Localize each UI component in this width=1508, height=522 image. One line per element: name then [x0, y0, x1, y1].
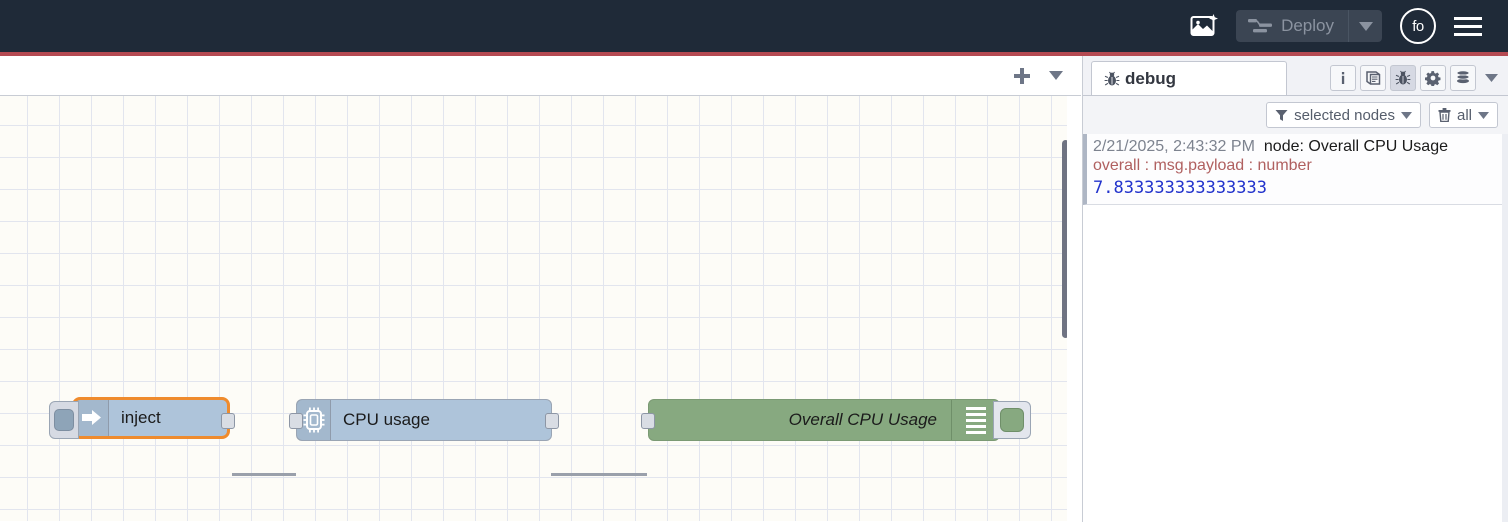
debug-message-list[interactable]: 2/21/2025, 2:43:32 PM node: Overall CPU … [1083, 134, 1508, 522]
debug-line [965, 406, 986, 410]
canvas-right-gutter [1067, 96, 1081, 521]
filter-icon [1275, 109, 1288, 121]
sidebar-tab-label: debug [1125, 68, 1176, 88]
debug-line [965, 412, 986, 416]
wire-cpu-to-debug [551, 473, 647, 476]
sidebar-tool-help[interactable] [1360, 65, 1386, 91]
database-icon [1456, 70, 1470, 84]
cpu-output-port[interactable] [545, 413, 559, 429]
bug-icon [1395, 70, 1411, 85]
image-sparkle-icon[interactable] [1184, 6, 1224, 46]
debug-message-header: 2/21/2025, 2:43:32 PM node: Overall CPU … [1093, 138, 1502, 156]
debug-message[interactable]: 2/21/2025, 2:43:32 PM node: Overall CPU … [1083, 134, 1508, 205]
deploy-button[interactable]: Deploy [1236, 10, 1382, 42]
debug-line [965, 424, 986, 428]
hamburger-line [1454, 24, 1482, 28]
cpu-input-port[interactable] [289, 413, 303, 429]
app-header: Deploy fo [0, 0, 1508, 52]
deploy-label: Deploy [1281, 16, 1334, 35]
add-flow-button[interactable] [1005, 60, 1039, 92]
sidebar-tools-menu[interactable] [1480, 65, 1502, 91]
debug-clear-button[interactable]: all [1428, 102, 1498, 128]
debug-line [965, 418, 986, 422]
chevron-down-icon [1478, 111, 1489, 119]
gear-icon [1425, 71, 1441, 86]
deploy-flow-icon [1248, 19, 1273, 33]
debug-filter-row: selected nodes all [1083, 96, 1508, 134]
sidebar-tab-debug[interactable]: debug [1091, 61, 1287, 95]
cpu-node-label: CPU usage [343, 410, 430, 429]
flow-node-inject[interactable]: inject [49, 397, 235, 439]
debug-message-value: 7.833333333333333 [1093, 178, 1267, 198]
debug-node-filter[interactable]: selected nodes [1266, 102, 1421, 128]
deploy-dropdown-caret[interactable] [1348, 10, 1382, 42]
debug-node-label: Overall CPU Usage [788, 410, 937, 429]
flow-menu-button[interactable] [1039, 60, 1073, 92]
inject-node-label: inject [121, 408, 161, 427]
hamburger-line [1454, 16, 1482, 20]
debug-enable-toggle-inner [1000, 408, 1024, 432]
debug-line [965, 430, 986, 434]
flow-workspace: inject [0, 56, 1081, 522]
sidebar-tool-debug[interactable] [1390, 65, 1416, 91]
deploy-button-main[interactable]: Deploy [1236, 10, 1348, 42]
sidebar-tool-context[interactable] [1450, 65, 1476, 91]
sidebar-tool-buttons [1330, 65, 1508, 95]
debug-enable-toggle[interactable] [993, 401, 1031, 439]
debug-message-topic: overall : msg.payload : number [1093, 157, 1312, 174]
debug-message-source[interactable]: node: Overall CPU Usage [1263, 138, 1448, 155]
chevron-down-icon [1484, 74, 1498, 82]
debug-lines-icon [951, 400, 999, 440]
inject-output-port[interactable] [221, 413, 235, 429]
chevron-down-icon [1400, 111, 1412, 119]
debug-clear-label: all [1456, 106, 1472, 124]
chevron-down-icon [1049, 71, 1063, 80]
canvas-vertical-scrollbar[interactable] [1062, 140, 1069, 338]
book-icon [1365, 71, 1380, 85]
trash-icon [1438, 108, 1451, 122]
debug-list-scroll-gutter[interactable] [1502, 134, 1508, 522]
debug-message-timestamp: 2/21/2025, 2:43:32 PM [1093, 138, 1255, 155]
avatar-initials: fo [1412, 17, 1424, 35]
inject-trigger-button[interactable] [49, 401, 79, 439]
header-accent-line [0, 52, 1508, 56]
info-icon [1341, 72, 1345, 84]
sidebar-tabrow: debug [1083, 56, 1508, 96]
user-avatar[interactable]: fo [1400, 8, 1436, 44]
sidebar-tool-info[interactable] [1330, 65, 1356, 91]
bug-icon [1104, 71, 1120, 85]
flow-node-debug[interactable]: Overall CPU Usage [641, 399, 1031, 441]
debug-input-port[interactable] [641, 413, 655, 429]
sidebar-tool-config[interactable] [1420, 65, 1446, 91]
right-sidebar: debug [1082, 56, 1508, 522]
plus-icon [1014, 67, 1030, 84]
flow-canvas[interactable]: inject [0, 96, 1081, 521]
chevron-down-icon [1358, 21, 1373, 31]
hamburger-line [1454, 32, 1482, 36]
wire-inject-to-cpu [232, 473, 296, 476]
inject-arrow-icon [75, 400, 109, 436]
debug-node-filter-label: selected nodes [1294, 106, 1395, 124]
inject-trigger-button-inner [54, 409, 74, 431]
flow-tabbar [0, 56, 1081, 96]
flow-node-cpu-usage[interactable]: CPU usage [289, 399, 559, 441]
hamburger-menu-icon[interactable] [1454, 9, 1488, 43]
